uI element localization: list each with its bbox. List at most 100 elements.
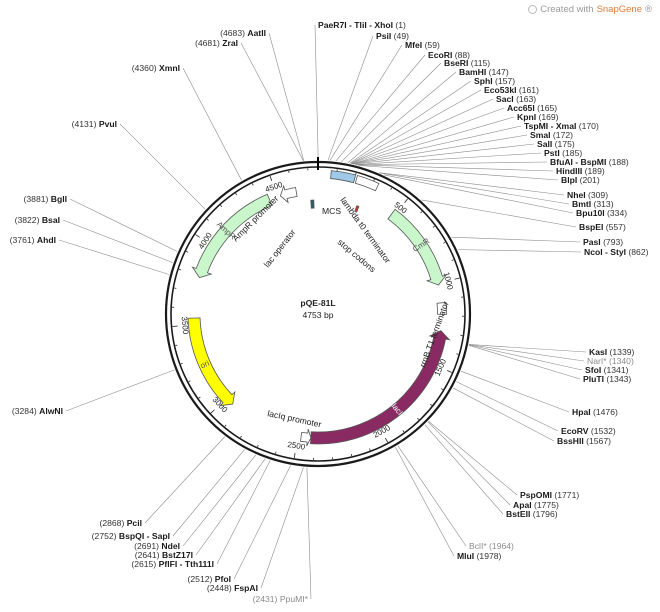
site-leader-eco53ki [350, 89, 482, 164]
site-label-zrai: (4681) ZraI [195, 38, 238, 48]
ruler-tick [275, 451, 277, 454]
site-label-ecorv: EcoRV (1532) [561, 426, 616, 436]
ruler-tick [185, 251, 189, 253]
site-labels: PaeR7I - TliI - XhoI (1)PsiI (49)MfeI (5… [10, 20, 649, 604]
site-label-alwni: (3284) AlwNI [12, 406, 63, 416]
site-label-acc65i: Acc65I (165) [507, 103, 557, 113]
site-leader-ahdi [58, 239, 170, 275]
site-leader-psii [327, 35, 374, 161]
site-leader-bamhi [347, 71, 457, 164]
feature-label-mcs: MCS [322, 206, 341, 216]
site-label-pcii: (2868) PciI [99, 518, 142, 528]
site-label-saci: SacI (163) [496, 94, 536, 104]
site-leader-alwni [65, 369, 175, 412]
site-leader-acc65i [351, 107, 505, 164]
site-leader-sfoi [468, 344, 583, 371]
site-label-ncoi-styi: NcoI - StyI (862) [584, 247, 649, 257]
site-label-ppumi: (2431) PpuMI* [253, 594, 309, 604]
site-label-ndei: (2691) NdeI [134, 541, 180, 551]
ruler-tick [451, 259, 454, 261]
site-label-bsshii: BssHII (1567) [557, 436, 611, 446]
site-leader-bmti [379, 172, 570, 205]
ruler-tick [240, 435, 242, 438]
site-label-tspmi-xmai: TspMI - XmaI (170) [524, 121, 599, 131]
site-label-bsai: (3822) BsaI [15, 215, 60, 225]
ruler-tick [235, 193, 238, 196]
site-leader-bstz17i [195, 458, 266, 556]
feature-laciq-promoter [300, 428, 312, 447]
site-leader-aatii [268, 32, 305, 161]
site-label-ecori: EcoRI (88) [428, 50, 470, 60]
plasmid-backbone [164, 157, 472, 468]
site-label-pasi: PasI (793) [583, 237, 623, 247]
site-leader-pasi [451, 236, 581, 243]
site-label-bsteii: BstEII (1796) [506, 509, 558, 519]
feature-lambda-t0-terminator [354, 175, 380, 192]
site-leader-blpi [358, 165, 559, 181]
feature-inside-label-ori: ori [199, 358, 211, 370]
site-label-bspei: BspEI (557) [579, 222, 626, 232]
site-leader-pvui [119, 123, 206, 210]
site-leader-tspmi-xmai [352, 125, 522, 165]
ruler-tick [210, 409, 215, 414]
ruler-tick [206, 218, 209, 221]
ruler-tick [195, 234, 200, 238]
site-label-pspomi: PspOMI (1771) [520, 490, 579, 500]
feature-label-laciq-promoter: lacIq promoter [267, 408, 323, 429]
ruler-tick [430, 403, 433, 406]
ruler-tick [220, 205, 223, 208]
ruler-tick [420, 211, 423, 214]
ruler-tick [257, 444, 259, 448]
watermark-suffix: ® [645, 4, 652, 15]
site-label-sfoi: SfoI (1341) [585, 365, 629, 375]
site-leader-paer7i-tlii-xhoi [314, 24, 319, 161]
site-leader-bspei [421, 199, 577, 228]
plasmid-name: pQE-81L [300, 298, 335, 308]
site-leader-bsshii [452, 387, 555, 442]
site-label-blpi: BlpI (201) [561, 175, 600, 185]
site-label-xmni: (4360) XmnI [132, 63, 180, 73]
site-label-eco53ki: Eco53kI (161) [484, 85, 539, 95]
site-label-aatii: (4683) AatII [220, 28, 266, 38]
feature-ampr [191, 193, 273, 279]
site-leader-apai [427, 421, 511, 506]
site-leader-sali [353, 143, 535, 165]
site-leader-psti [355, 152, 542, 165]
site-label-bamhi: BamHI (147) [459, 67, 509, 77]
site-label-sphi: SphI (157) [474, 76, 515, 86]
ruler-tick [443, 241, 446, 244]
feature-cmr [387, 208, 448, 286]
site-label-bcli: BclI* (1964) [469, 541, 514, 551]
site-leader-ecorv [456, 381, 559, 432]
ruler-tick [269, 175, 273, 181]
site-label-smai: SmaI (172) [530, 130, 573, 140]
feature-ori [187, 317, 236, 407]
ruler-label-4500: 4500 [264, 180, 284, 195]
site-label-pvui: (4131) PvuI [72, 119, 117, 129]
feature-laci [310, 330, 451, 445]
site-leader-mlui [395, 446, 455, 557]
site-leader-pflfi-tth111i [216, 460, 271, 565]
site-leader-bgli [69, 198, 178, 252]
site-label-apai: ApaI (1775) [513, 500, 559, 510]
ruler-label-3500: 3500 [180, 316, 191, 335]
watermark: Created with SnapGene® [528, 4, 652, 15]
site-label-pfoi: (2512) PfoI [188, 574, 231, 584]
ruler-tick [404, 198, 408, 203]
site-label-psii: PsiI (49) [376, 31, 409, 41]
site-leader-zrai [240, 42, 304, 161]
ruler-tick [293, 453, 296, 459]
site-leader-fspai [260, 467, 304, 589]
site-leader-bcli [397, 445, 467, 547]
snapgene-logo-icon [528, 5, 538, 14]
site-leader-bsai [62, 219, 173, 263]
ruler-tick [447, 370, 452, 373]
feature-ampr-promoter [279, 184, 298, 204]
ruler-tick [180, 362, 183, 365]
site-leader-kasi [468, 344, 587, 353]
site-leader-bsteii [424, 424, 504, 515]
feature-mcs [330, 170, 357, 184]
ruler-tick [251, 183, 254, 186]
